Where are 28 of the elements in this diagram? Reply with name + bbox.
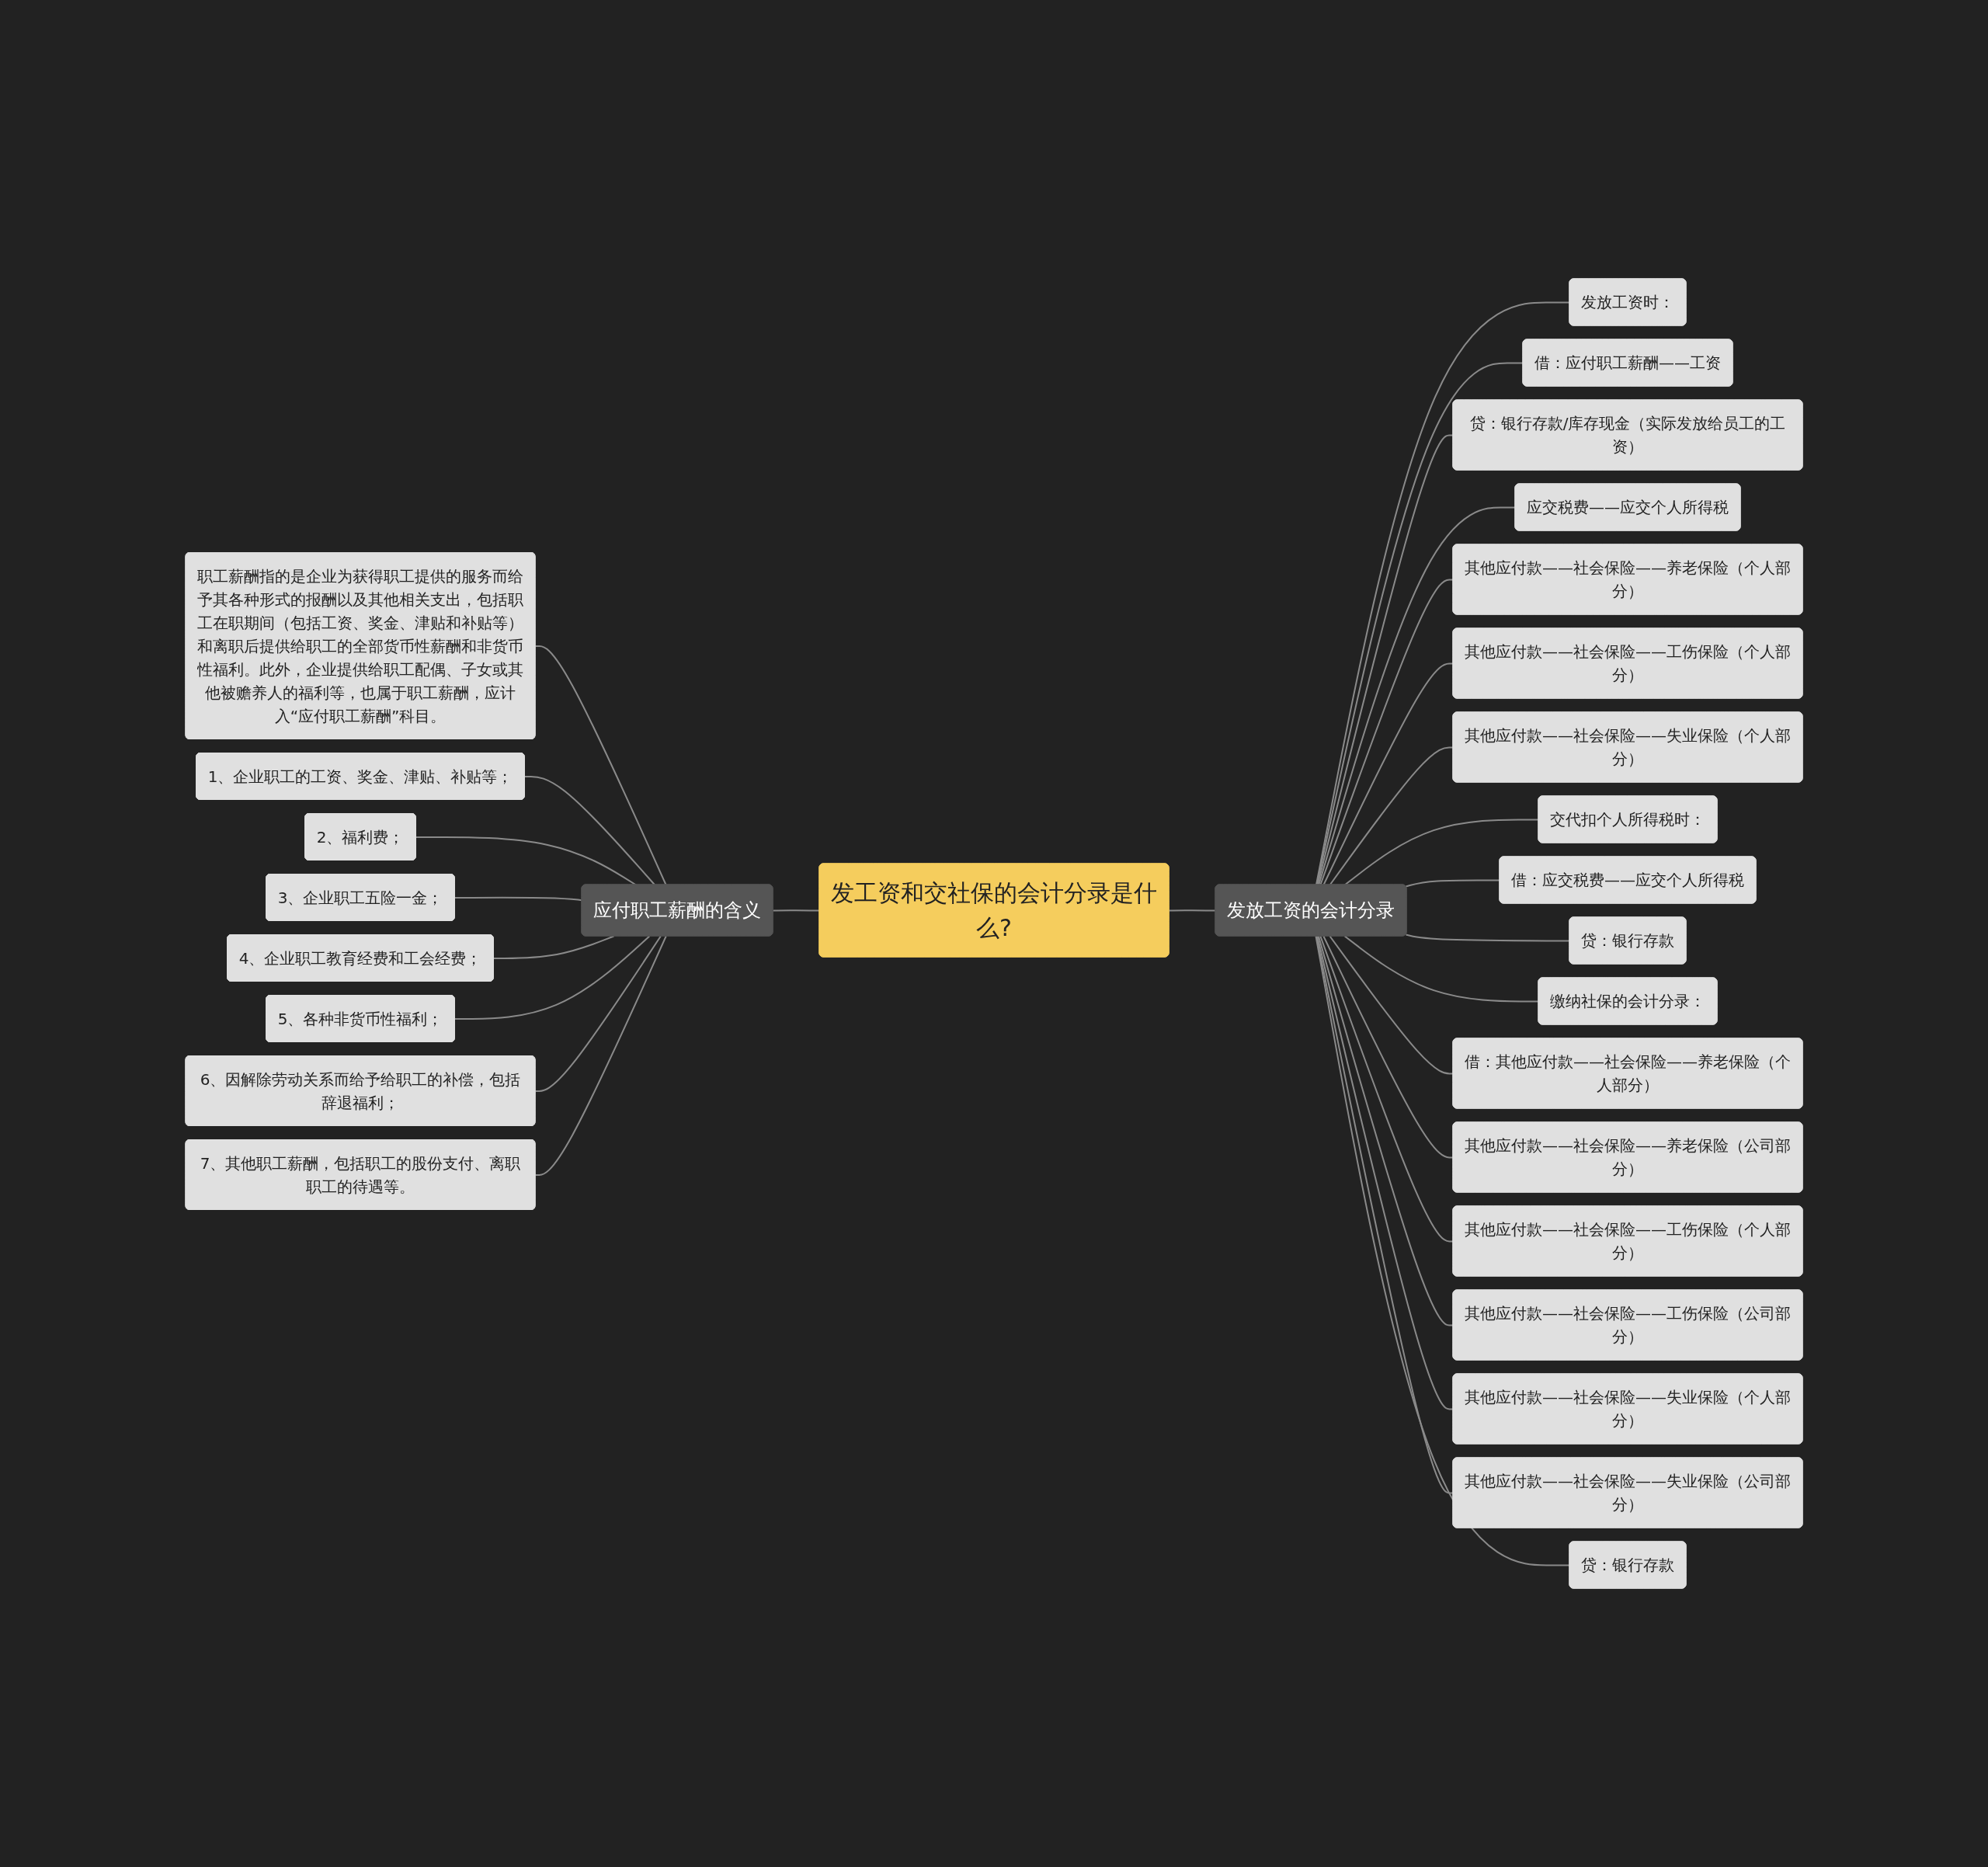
connector: [534, 645, 667, 886]
connector: [454, 896, 583, 902]
connector: [1319, 579, 1455, 886]
connector: [1329, 746, 1455, 886]
connector: [1329, 935, 1455, 1075]
connector: [772, 909, 821, 912]
connector: [523, 775, 656, 886]
connector: [1315, 362, 1524, 886]
connector: [1168, 909, 1217, 912]
connector: [1322, 935, 1455, 1159]
connector: [1319, 935, 1455, 1243]
connector: [534, 935, 667, 1176]
connector: [454, 935, 651, 1020]
connector: [1316, 935, 1455, 1410]
connector: [1318, 506, 1517, 886]
connector: [1316, 434, 1455, 886]
connector: [1322, 662, 1455, 886]
connector: [1405, 934, 1571, 942]
connector: [1343, 935, 1540, 1003]
connector: [534, 935, 662, 1092]
connector: [1343, 819, 1540, 886]
connector: [1317, 935, 1455, 1326]
connector: [415, 836, 638, 886]
connector: [492, 935, 615, 959]
connector: [1405, 879, 1501, 888]
connector: [1315, 935, 1455, 1494]
connector: [1315, 301, 1571, 886]
connector: [1315, 935, 1571, 1566]
